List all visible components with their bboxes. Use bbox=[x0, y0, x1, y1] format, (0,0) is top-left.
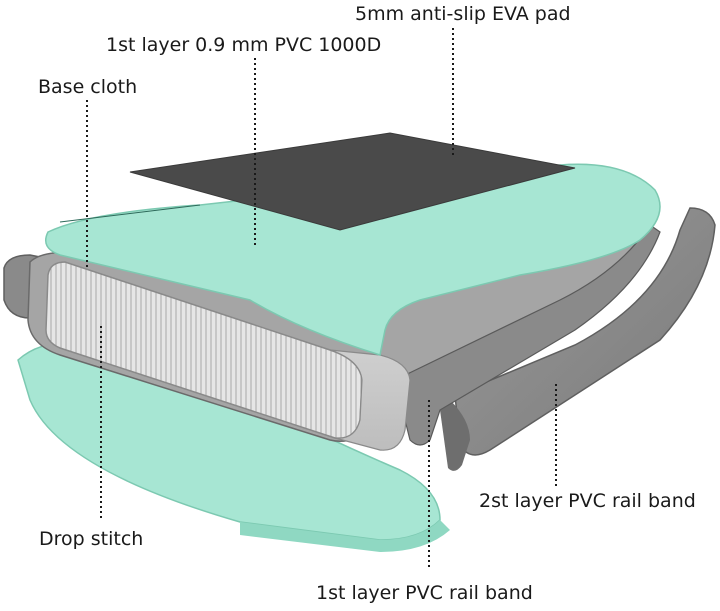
label-base-cloth: Base cloth bbox=[38, 78, 137, 97]
label-pvc-layer: 1st layer 0.9 mm PVC 1000D bbox=[106, 36, 381, 55]
label-rail-band-1: 1st layer PVC rail band bbox=[316, 584, 533, 603]
label-drop-stitch: Drop stitch bbox=[39, 530, 143, 549]
label-eva-pad: 5mm anti-slip EVA pad bbox=[355, 5, 571, 24]
label-rail-band-2: 2st layer PVC rail band bbox=[479, 492, 696, 511]
